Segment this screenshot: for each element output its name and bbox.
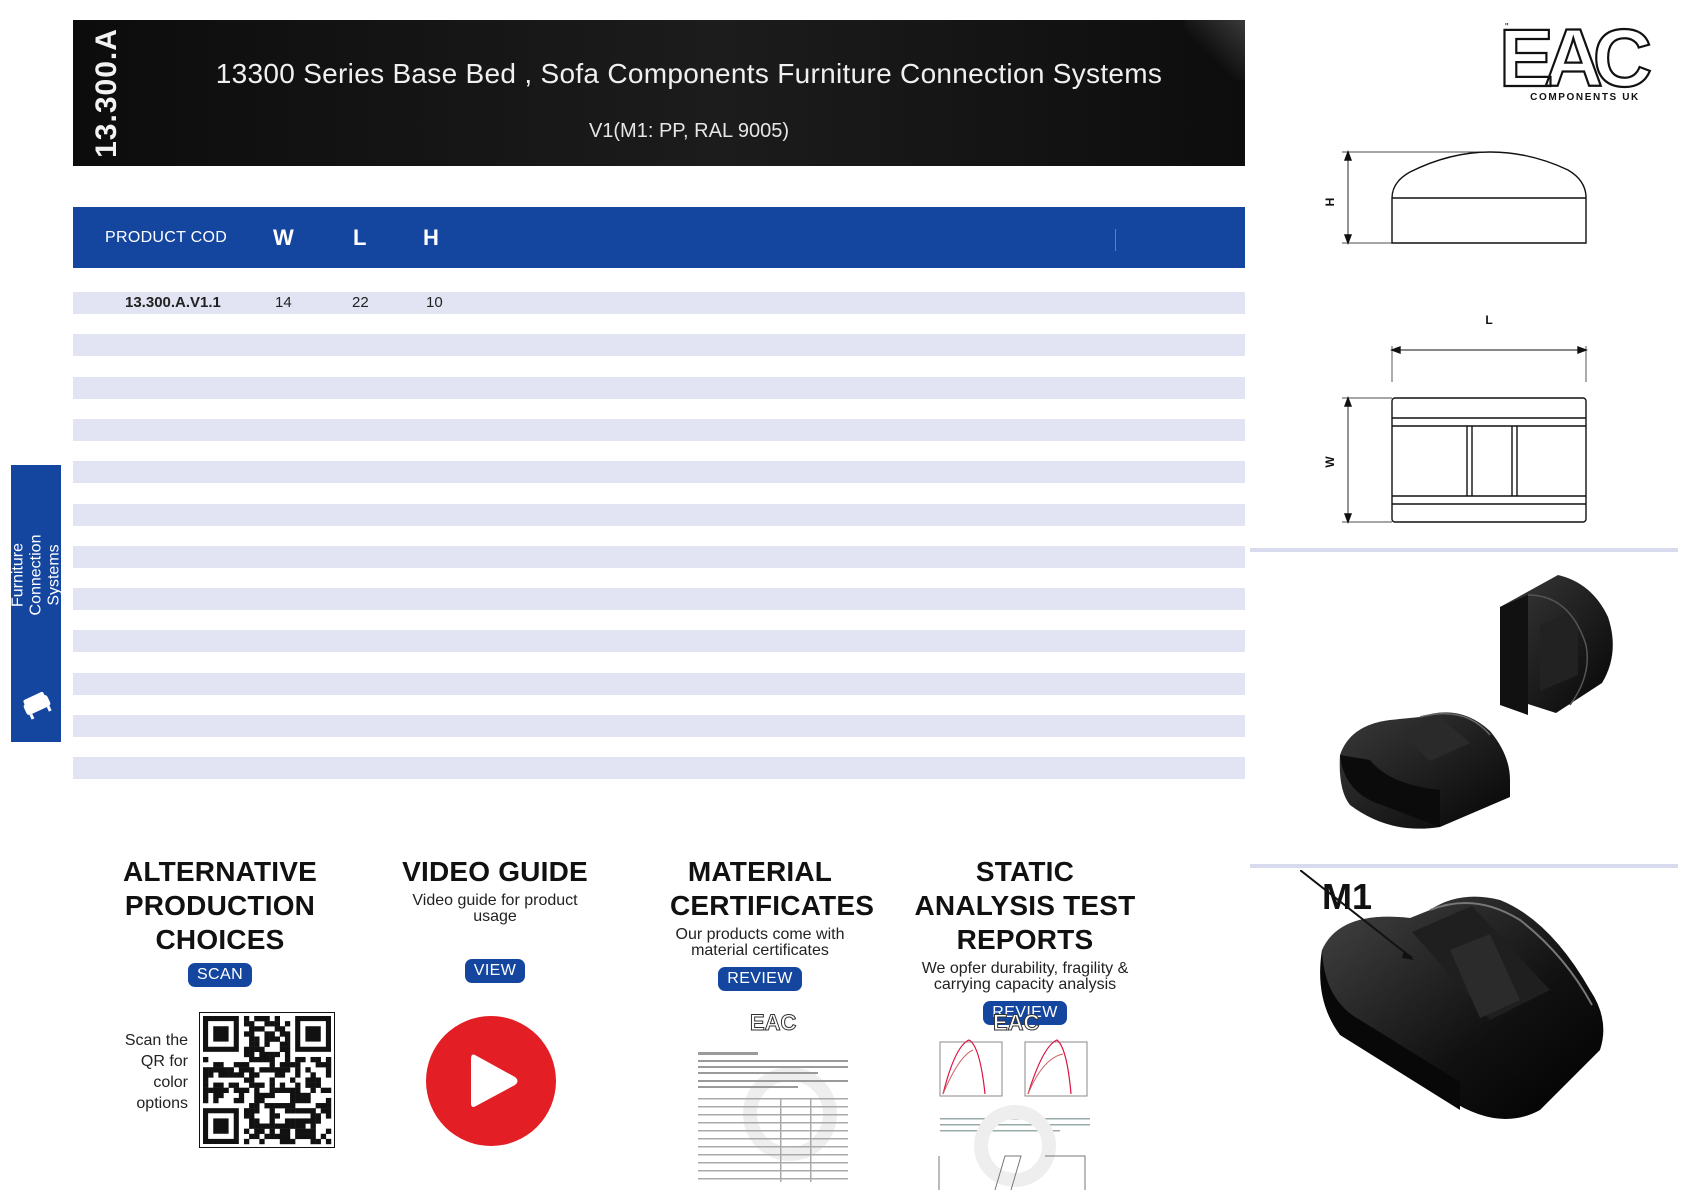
cell-w: 14	[275, 294, 292, 311]
table-row-empty	[73, 461, 1245, 484]
feature-desc: Video guide for product usage	[412, 892, 578, 925]
column-header-h: H	[423, 225, 439, 250]
table-row-empty	[73, 715, 1245, 737]
view-button[interactable]: VIEW	[464, 959, 526, 983]
panel-divider	[1250, 864, 1678, 868]
feature-static-analysis: STATIC ANALYSIS TEST REPORTS We opfer du…	[910, 855, 1140, 1025]
table-row-empty	[73, 418, 1245, 441]
product-code-label: 13.300.A	[90, 28, 124, 158]
feature-video-guide: VIDEO GUIDE Video guide for product usag…	[395, 855, 595, 983]
eac-logo-mark: EAC "	[1498, 12, 1661, 105]
feature-desc: Our products come with material certific…	[675, 926, 845, 959]
technical-drawing: H L W	[1323, 150, 1588, 524]
cell-h: 10	[426, 294, 443, 311]
scan-button[interactable]: SCAN	[187, 963, 253, 987]
material-label: M1	[1322, 876, 1373, 917]
dimension-h-label: H	[1323, 198, 1337, 207]
feature-title: MATERIAL CERTIFICATES	[670, 856, 875, 921]
product-code-vertical: 13.300.A	[87, 20, 127, 166]
eac-logo: EAC " COMPONENTS UK	[1497, 12, 1661, 108]
logo-subtitle: COMPONENTS UK	[1530, 92, 1640, 103]
dimension-w-label: W	[1323, 456, 1337, 468]
analysis-report-icon[interactable]: EAC	[925, 1006, 1105, 1190]
cell-product-code: 13.300.A.V1.1	[125, 294, 221, 311]
qr-code-icon[interactable]	[199, 1012, 335, 1148]
panel-divider	[1250, 548, 1678, 552]
doc-logo-letters: EAC	[750, 1010, 797, 1035]
review-certificates-button[interactable]: REVIEW	[718, 967, 802, 991]
feature-title: STATIC ANALYSIS TEST REPORTS	[914, 856, 1136, 955]
play-icon[interactable]	[425, 1015, 557, 1147]
report-logo-letters: EAC	[993, 1010, 1040, 1035]
table-row-empty	[73, 588, 1245, 611]
header-separator	[1115, 229, 1116, 251]
review-reports-button[interactable]: REVIEW	[983, 1001, 1067, 1025]
column-header-l: L	[353, 225, 367, 250]
document-icon[interactable]: EAC	[680, 1006, 860, 1190]
table-row-empty	[73, 672, 1245, 695]
product-render-large	[1300, 870, 1604, 1119]
feature-desc: We opfer durability, fragility & carryin…	[921, 960, 1129, 993]
table-row[interactable]: 13.300.A.V1.1 14 22 10	[73, 292, 1245, 314]
page-subtitle: V1(M1: PP, RAL 9005)	[588, 120, 790, 142]
side-tab-label-wrap: Furniture Connection Systems	[9, 465, 63, 685]
table-header: PRODUCT COD W L H	[73, 207, 1245, 268]
feature-title: VIDEO GUIDE	[402, 856, 588, 887]
table-row-empty	[73, 757, 1245, 780]
side-category-tab[interactable]: Furniture Connection Systems	[9, 465, 63, 742]
table-row-empty	[73, 630, 1245, 653]
header-banner: 13.300.A 13300 Series Base Bed , Sofa Co…	[73, 20, 1245, 166]
table-row-empty	[73, 545, 1245, 568]
page-title: 13300 Series Base Bed , Sofa Components …	[215, 58, 1163, 89]
feature-title: ALTERNATIVE PRODUCTION CHOICES	[122, 856, 318, 955]
scan-instructions: Scan the QR for color options	[124, 1032, 188, 1112]
feature-material-certificates: MATERIAL CERTIFICATES Our products come …	[660, 855, 875, 991]
side-tab-label: Furniture Connection Systems	[9, 534, 63, 616]
product-render-pair	[1339, 575, 1613, 829]
table-row-empty	[73, 503, 1245, 526]
table-row-empty	[73, 376, 1245, 399]
sofa-icon	[23, 691, 52, 720]
table-row-empty	[73, 334, 1245, 357]
column-header-code: PRODUCT COD	[105, 229, 228, 246]
column-header-w: W	[273, 225, 294, 250]
banner-shine	[1185, 20, 1245, 80]
feature-alternative-production: ALTERNATIVE PRODUCTION CHOICES SCAN	[120, 855, 320, 987]
logo-letters: EAC	[1499, 16, 1650, 94]
dimension-l-label: L	[1485, 313, 1492, 327]
svg-text:": "	[1505, 22, 1509, 33]
cell-l: 22	[352, 294, 369, 311]
